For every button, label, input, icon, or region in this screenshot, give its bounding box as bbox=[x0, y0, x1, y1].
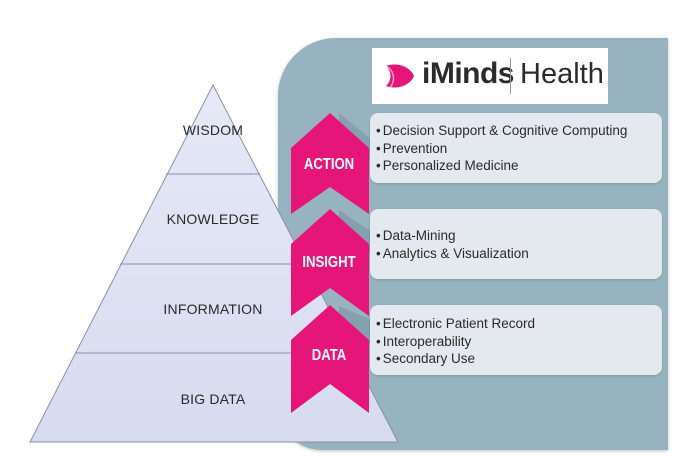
logo-brand: iMinds bbox=[422, 57, 515, 90]
list-item: •Analytics & Visualization bbox=[376, 245, 529, 261]
logo-separator bbox=[510, 58, 511, 94]
chevron-data bbox=[291, 305, 369, 413]
list-item: •Prevention bbox=[376, 140, 448, 156]
chevron-action bbox=[291, 113, 369, 214]
chevron-label-insight: INSIGHT bbox=[302, 254, 356, 271]
list-item: •Secondary Use bbox=[376, 351, 476, 366]
list-item: •Personalized Medicine bbox=[376, 158, 519, 173]
leaf-logo-icon bbox=[385, 64, 414, 89]
chevron-insight bbox=[291, 209, 369, 316]
list-item: •Data-Mining bbox=[376, 228, 456, 243]
list-item: •Interoperability bbox=[376, 333, 472, 349]
list-item: •Decision Support & Cognitive Computing bbox=[376, 123, 628, 138]
pyramid-level-wisdom: WISDOM bbox=[182, 122, 244, 138]
pyramid-level-knowledge: KNOWLEDGE bbox=[166, 211, 260, 227]
data-card: •Electronic Patient Record •Interoperabi… bbox=[370, 305, 662, 375]
logo-sub: Health bbox=[520, 58, 604, 90]
pyramid-level-big-data: BIG DATA bbox=[180, 391, 246, 407]
connector-band bbox=[339, 306, 372, 345]
action-card: •Decision Support & Cognitive Computing … bbox=[370, 113, 662, 183]
insight-card: •Data-Mining •Analytics & Visualization bbox=[370, 209, 662, 279]
chevron-label-data: DATA bbox=[311, 347, 347, 364]
logo-box: iMinds Health bbox=[372, 48, 608, 104]
chevron-label-action: ACTION bbox=[303, 156, 355, 173]
list-item: •Electronic Patient Record bbox=[376, 316, 536, 331]
pyramid-level-information: INFORMATION bbox=[163, 301, 263, 317]
